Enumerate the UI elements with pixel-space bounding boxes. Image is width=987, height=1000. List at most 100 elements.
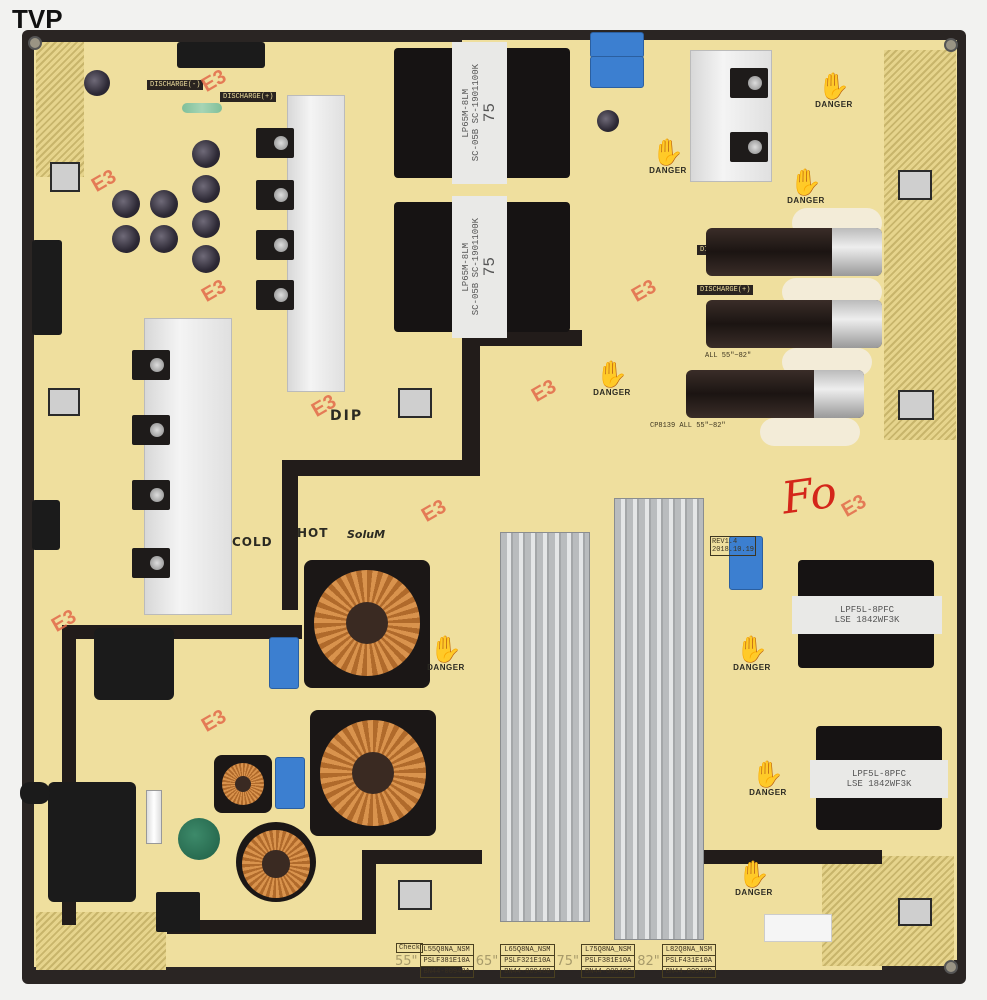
electrolytic-cap (192, 245, 220, 273)
solum-logo: SoluM (347, 528, 386, 541)
danger-warning: ✋DANGER (649, 137, 687, 175)
isolation-trace-10 (682, 850, 882, 864)
bridge-rectifier (94, 628, 174, 700)
model-entry: 55" L55Q8NA_NSM PSLF381E10A BN44-00948A (395, 944, 474, 978)
hatch-area-bottom-left (36, 912, 166, 970)
heatsink-aluminium-left (500, 532, 590, 922)
model-table: 55" L55Q8NA_NSM PSLF381E10A BN44-00948A … (395, 944, 716, 978)
isolation-trace-7 (167, 920, 367, 934)
danger-warning: ✋DANGER (749, 759, 787, 797)
ground-pad (398, 388, 432, 418)
danger-warning: ✋DANGER (733, 634, 771, 672)
model-entry: 82" L82Q8NA_NSM PSLF431E10A BN44-00948D (637, 944, 716, 978)
black-square-pad (156, 892, 200, 932)
mosfet (730, 68, 768, 98)
model-entry: 75" L75Q8NA_NSM PSLF381E10A BN44-00948C (557, 944, 636, 978)
qr-label-sticker (764, 914, 832, 942)
electrolytic-cap (192, 210, 220, 238)
heatsink-aluminium-right (614, 498, 704, 940)
dip-label: DIP (330, 408, 364, 424)
connector-top (177, 42, 265, 68)
film-capacitor-blue (590, 56, 644, 88)
ground-pad (48, 388, 80, 416)
hatch-area-right (884, 50, 956, 440)
electrolytic-cap (597, 110, 619, 132)
varistor (178, 818, 220, 860)
mosfet (132, 350, 170, 380)
electrolytic-cap (84, 70, 110, 96)
danger-warning: ✋DANGER (787, 167, 825, 205)
hand-warning-icon: ✋ (789, 167, 823, 197)
hot-label: HOT (297, 526, 329, 540)
electrolytic-cap (150, 190, 178, 218)
cold-label: COLD (232, 535, 273, 549)
film-capacitor-blue (275, 757, 305, 809)
hand-warning-icon: ✋ (737, 859, 771, 889)
hand-warning-icon: ✋ (651, 137, 685, 167)
mosfet (256, 128, 294, 158)
hand-warning-icon: ✋ (595, 359, 629, 389)
discharge-label: DISCHARGE(-) (147, 80, 204, 90)
model-entry: 65" L65Q8NA_NSM PSLF321E10A BN44-00948B (476, 944, 555, 978)
capacitor-note: ALL 55"~82" (705, 352, 752, 360)
ground-pad (898, 390, 934, 420)
hand-warning-icon: ✋ (817, 71, 851, 101)
fuse (146, 790, 162, 844)
small-choke (222, 763, 264, 805)
isolation-trace-9 (362, 850, 482, 864)
mounting-hole (28, 36, 42, 50)
transformer-main-bottom: LP65M-8LM SC-05B SC-1901100K 75 (394, 196, 570, 338)
danger-warning: ✋DANGER (593, 359, 631, 397)
electrolytic-cap (192, 175, 220, 203)
isolation-trace-3 (282, 460, 298, 610)
ground-pad (898, 170, 932, 200)
glue-blob (760, 418, 860, 446)
check-label: Check (396, 943, 424, 953)
electrolytic-cap (112, 225, 140, 253)
hatch-area-bottom-right (822, 856, 954, 966)
common-mode-choke (320, 720, 426, 826)
discharge-label: DISCHARGE(+) (220, 92, 277, 102)
isolation-trace-8 (362, 850, 376, 934)
mounting-hole (944, 38, 958, 52)
handwritten-mark: Fo (778, 466, 840, 525)
danger-warning: ✋DANGER (735, 859, 773, 897)
electrolytic-cap (112, 190, 140, 218)
connector-left-2 (32, 500, 60, 550)
bulk-capacitor (706, 228, 882, 276)
transformer-label: LP65M-8LM SC-05B SC-1901100K 75 (452, 196, 507, 338)
watermark-text: TVP (12, 4, 63, 34)
film-capacitor-blue (590, 32, 644, 58)
connector-left-1 (32, 240, 62, 335)
electrolytic-cap (150, 225, 178, 253)
common-mode-choke (314, 570, 420, 676)
heatsink-white-upper (287, 95, 345, 392)
transformer-label: LPF5L-8PFC LSE 1842WF3K (810, 760, 948, 798)
mosfet (730, 132, 768, 162)
discharge-label: DISCHARGE(+) (697, 285, 754, 295)
transformer-main-top: LP65M-8LM SC-05B SC-1901100K 75 (394, 42, 570, 184)
hand-warning-icon: ✋ (735, 634, 769, 664)
transformer-pfc-bottom: LPF5L-8PFC LSE 1842WF3K (810, 726, 948, 830)
danger-warning: ✋DANGER (427, 634, 465, 672)
isolation-trace-2 (282, 460, 480, 476)
transformer-pfc-top: LPF5L-8PFC LSE 1842WF3K (792, 560, 942, 668)
ground-pad (50, 162, 80, 192)
revision-label: REV1.4 2018.10.19 (710, 536, 757, 556)
mosfet (132, 548, 170, 578)
transformer-label: LPF5L-8PFC LSE 1842WF3K (792, 596, 942, 634)
mosfet (256, 180, 294, 210)
mosfet (256, 230, 294, 260)
bulk-capacitor (706, 300, 882, 348)
danger-warning: ✋DANGER (815, 71, 853, 109)
ac-inlet-clip (20, 782, 50, 804)
ac-inlet-socket (48, 782, 136, 902)
capacitor-note: CP8139 ALL 55"~82" (650, 422, 726, 430)
film-capacitor-blue (729, 536, 763, 590)
ground-pad (398, 880, 432, 910)
film-capacitor-blue (269, 637, 299, 689)
electrolytic-cap (192, 140, 220, 168)
bulk-capacitor (686, 370, 864, 418)
hatch-area-top-left (36, 42, 84, 177)
mosfet (132, 480, 170, 510)
